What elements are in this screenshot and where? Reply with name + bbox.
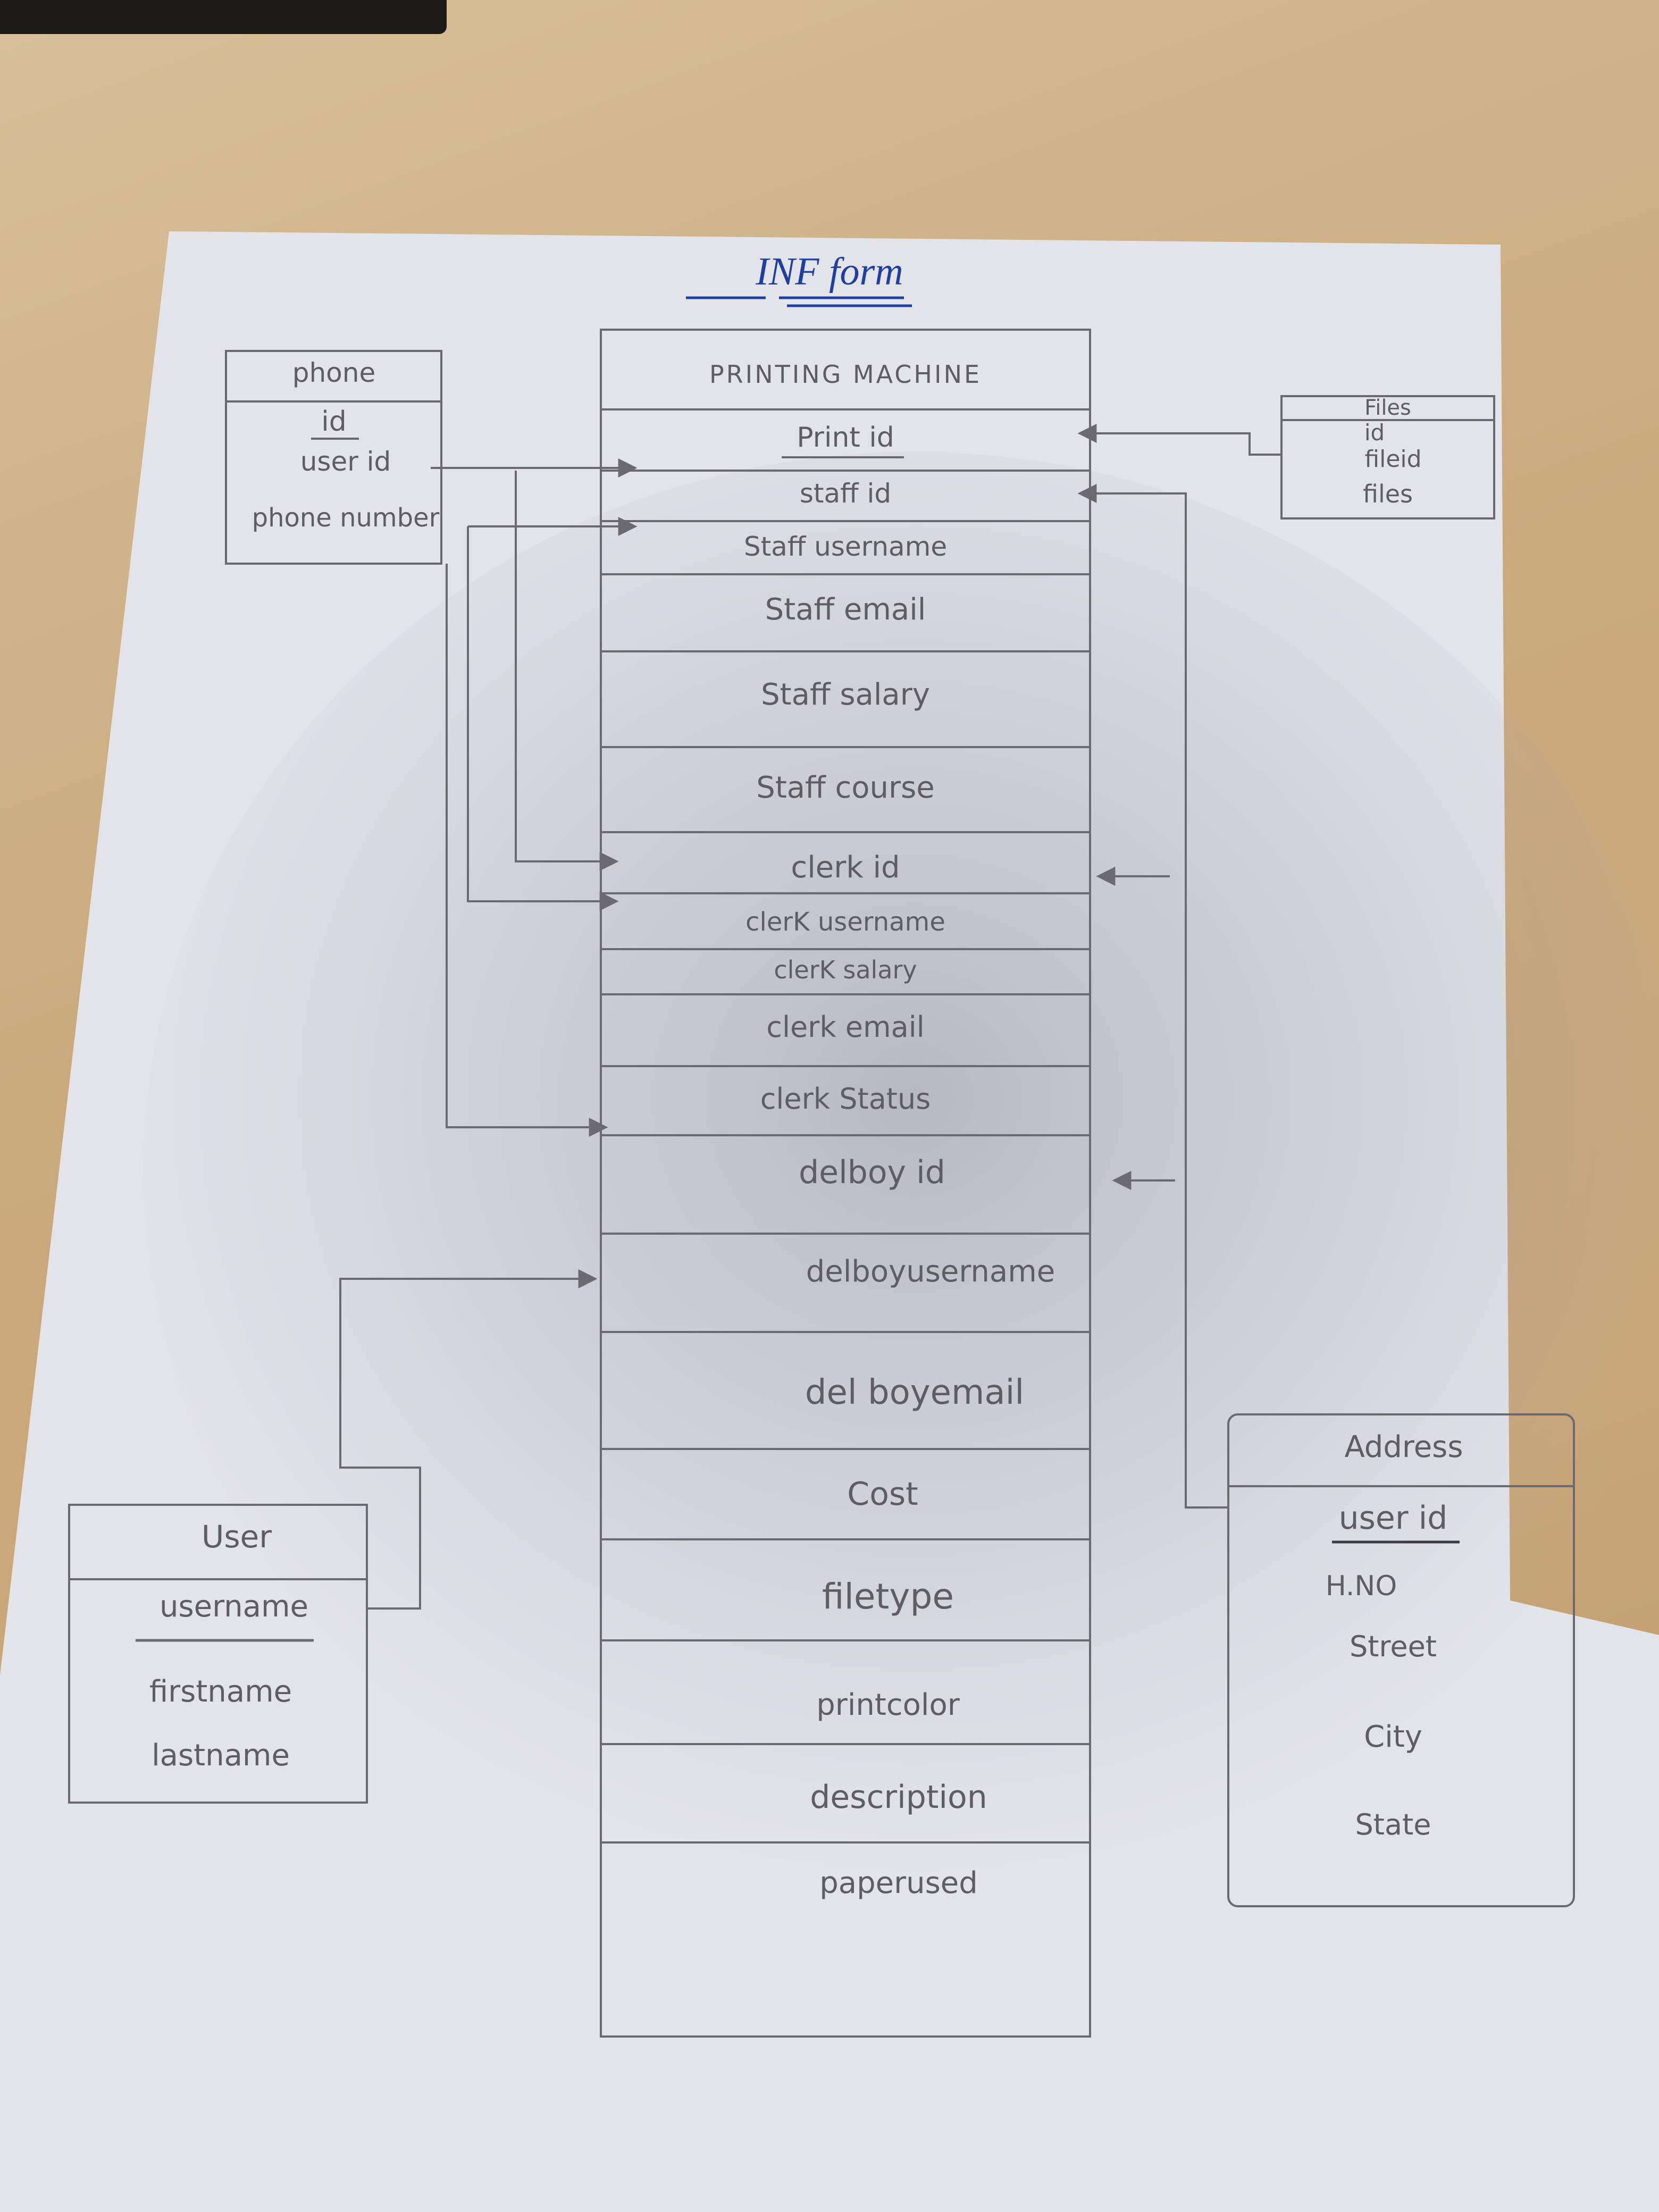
phone-field-id: id [321,406,346,438]
user-table [68,1504,368,1804]
field-delboy-id: delboy id [799,1154,945,1191]
phone-field-phone-number: phone number [252,503,440,533]
printing-machine-title: PRINTING MACHINE [709,360,982,389]
field-printcolor: printcolor [816,1688,960,1722]
connector-spine-delboy [446,564,608,1137]
connector-address-to-staff-id [1077,484,1228,1509]
field-cost: Cost [847,1476,918,1513]
files-table [1280,395,1495,520]
field-clerk-username: clerK username [745,907,945,937]
field-staff-course: Staff course [756,770,934,805]
title-underline [686,296,912,307]
phone-table [225,350,442,565]
field-staff-email: Staff email [765,592,926,627]
user-field-firstname: firstname [149,1674,292,1709]
field-staff-salary: Staff salary [761,677,930,712]
files-field-fileid: fileid [1364,446,1421,473]
connector-user-to-delboy-username [339,1269,598,1610]
field-delboy-email: del boyemail [805,1373,1024,1412]
field-clerk-status: clerk Status [760,1082,931,1116]
address-title: Address [1344,1430,1463,1464]
address-field-user-id: user id [1339,1499,1448,1537]
files-field-id: id [1364,420,1385,446]
field-description: description [810,1779,987,1816]
address-field-city: City [1364,1720,1422,1754]
field-clerk-id: clerk id [791,850,900,885]
connector-spine-clerk-id [515,471,619,871]
field-delboy-username: delboyusername [806,1254,1055,1289]
connector-spine-clerk-username [467,526,619,911]
diagram-title: INF form [755,250,903,294]
printing-machine-table [600,329,1091,2038]
address-table [1227,1413,1575,1907]
hand-shadow [144,452,1659,1888]
user-field-lastname: lastname [152,1738,290,1773]
address-field-state: State [1355,1808,1431,1841]
field-paperused: paperused [819,1866,978,1900]
field-clerk-email: clerk email [766,1010,924,1044]
user-title: User [202,1519,272,1555]
address-field-street: Street [1350,1630,1437,1663]
field-staff-id: staff id [800,478,891,509]
connector-files-to-print-id [1077,424,1281,456]
files-field-files: files [1363,480,1413,508]
relationship-connectors [339,424,1281,1610]
phone-title: phone [292,357,375,388]
field-filetype: filetype [822,1576,954,1617]
phone-field-user-id: user id [300,446,391,477]
dark-object-corner [0,0,447,34]
user-field-username: username [160,1589,308,1624]
field-clerk-salary: clerK salary [774,956,917,984]
files-title: Files [1364,396,1411,420]
address-field-hno: H.NO [1326,1570,1397,1602]
field-print-id: Print id [797,422,894,454]
field-staff-username: Staff username [744,531,947,562]
